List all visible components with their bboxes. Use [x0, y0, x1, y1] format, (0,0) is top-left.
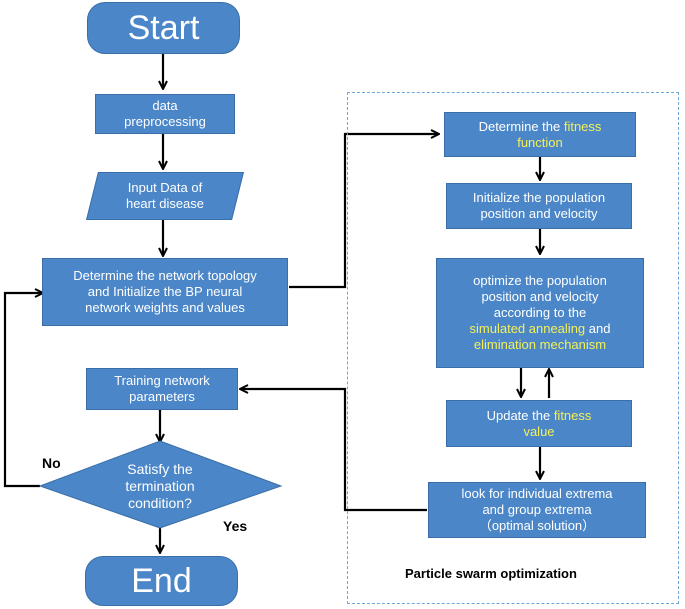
- arrow-extrema-to-training: [241, 389, 427, 512]
- termination-diamond: [38, 440, 283, 529]
- simulated-annealing-highlight: simulated annealing: [469, 321, 586, 336]
- elimination-mechanism-highlight: elimination mechanism: [473, 337, 607, 352]
- network-topology-step: Determine the network topology and Initi…: [42, 258, 288, 326]
- fitness-highlight: fitness: [563, 118, 602, 134]
- fitness-function-prefix: Determine the: [478, 118, 564, 134]
- start-terminal: Start: [87, 2, 240, 54]
- input-data-step: Input Data of heart disease: [86, 172, 244, 220]
- init-population-step: Initialize the population position and v…: [446, 183, 632, 229]
- arrow-no-loop: [3, 293, 42, 488]
- update-fitness-highlight: fitness: [553, 407, 592, 423]
- update-fitness-step: Update the fitness value: [446, 400, 632, 447]
- no-branch-label: No: [42, 455, 61, 471]
- optimize-line2: position and velocity: [481, 289, 599, 304]
- start-label: Start: [127, 9, 200, 47]
- training-parameters-step: Training network parameters: [86, 368, 238, 410]
- input-data-label: Input Data of heart disease: [125, 180, 205, 211]
- yes-branch-label: Yes: [223, 518, 248, 534]
- termination-condition-label: Satisfy the termination condition?: [125, 460, 195, 511]
- pso-title: Particle swarm optimization: [405, 566, 577, 581]
- data-preprocessing-step: data preprocessing: [95, 94, 235, 134]
- value-highlight: value: [523, 423, 555, 439]
- fitness-function-step: Determine the fitness function: [444, 112, 636, 157]
- optimize-population-step: optimize the population position and vel…: [436, 258, 644, 368]
- extrema-step: look for individual extrema and group ex…: [428, 482, 646, 538]
- optimize-line1: optimize the population: [473, 273, 607, 288]
- end-terminal: End: [85, 556, 238, 606]
- optimize-and: and: [585, 321, 611, 336]
- arrow-topology-to-fitness: [289, 134, 438, 289]
- end-label: End: [131, 562, 192, 600]
- pso-region: [347, 92, 679, 604]
- function-highlight: function: [517, 134, 563, 150]
- optimize-line3: according to the: [493, 305, 587, 320]
- update-fitness-prefix: Update the: [486, 407, 554, 423]
